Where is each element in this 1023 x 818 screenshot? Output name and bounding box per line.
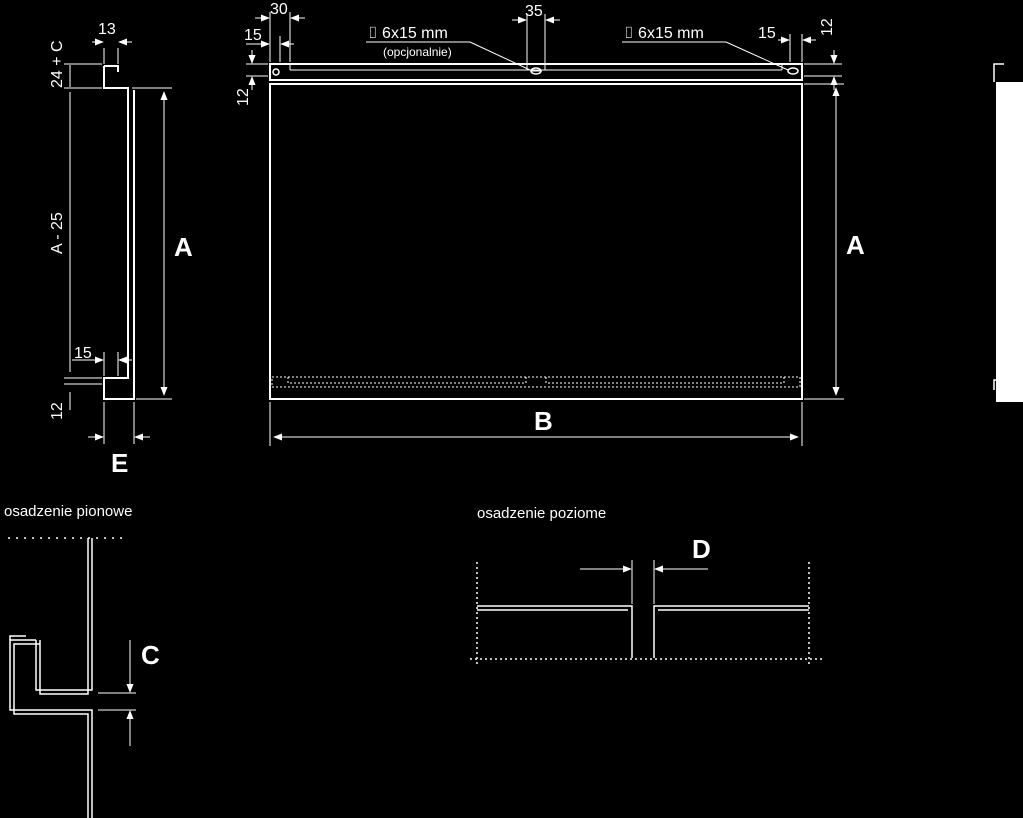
mount-slot-right	[787, 67, 799, 75]
label-e: E	[111, 448, 128, 478]
dim-15-right: 15	[758, 25, 776, 42]
edge-view	[993, 63, 1023, 402]
dim-35: 35	[525, 3, 543, 20]
label-b: B	[534, 406, 553, 436]
horizontal-right-panel	[653, 605, 809, 658]
label-c: C	[141, 640, 160, 670]
dim-12-right: 12	[819, 18, 836, 36]
side-profile-view	[64, 38, 172, 444]
edge-top-hook	[993, 63, 1004, 82]
dim-12-bottom: 12	[49, 402, 66, 420]
vertical-panel-profile	[39, 538, 89, 695]
dim-12-left: 12	[235, 88, 252, 106]
edge-bottom-hook	[993, 379, 998, 390]
top-rail	[269, 63, 803, 81]
dim-30: 30	[270, 1, 288, 18]
label-a-side: A	[174, 232, 193, 262]
dim-15-front: 15	[244, 27, 262, 44]
slot-note-optional: (opcjonalnie)	[383, 45, 452, 59]
side-profile-outline	[103, 66, 135, 400]
mount-hole-left	[272, 68, 280, 76]
vertical-hook-profile	[9, 639, 93, 818]
vertical-mounting-detail	[8, 537, 136, 818]
dim-a-minus-25: A - 25	[49, 212, 66, 254]
dim-15-bottom: 15	[74, 345, 92, 362]
bottom-hidden-rail	[271, 376, 801, 388]
edge-panel	[996, 82, 1023, 402]
horizontal-left-panel	[477, 605, 633, 658]
horizontal-mounting-detail	[470, 560, 822, 666]
label-a-front: A	[846, 230, 865, 260]
dim-24-plus-c: 24 + C	[49, 40, 66, 88]
slot-label-right: ⌷ 6x15 mm	[624, 25, 704, 42]
main-panel	[269, 83, 803, 400]
bottom-hidden-groove	[287, 377, 785, 384]
label-d: D	[692, 534, 711, 564]
side-profile-top-hook	[104, 65, 119, 72]
slot-label-left: ⌷ 6x15 mm	[368, 25, 448, 42]
caption-vertical-mounting: osadzenie pionowe	[4, 503, 132, 520]
dim-13: 13	[98, 21, 116, 38]
front-view	[246, 12, 844, 446]
vertical-wall-profile	[35, 538, 93, 691]
caption-horizontal-mounting: osadzenie poziome	[477, 505, 606, 522]
